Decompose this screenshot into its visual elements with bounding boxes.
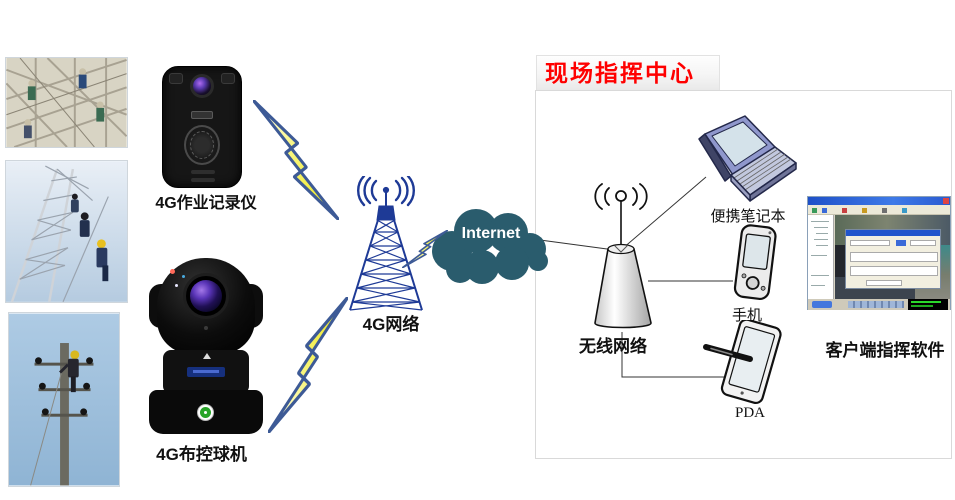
laptop-label: 便携笔记本 [710,209,786,225]
recorder-label: 4G作业记录仪 [155,195,257,212]
dialog-field [910,240,936,246]
recorder-lens [190,74,214,98]
software-tree-panel [808,215,834,299]
toolbar-icon [882,208,887,213]
software-body [808,215,950,299]
4g-recorder-device [162,66,242,188]
laptop-icon [698,115,797,202]
status-button [812,301,832,308]
tower-label: 4G网络 [362,315,420,334]
software-label: 客户端指挥软件 [825,341,945,360]
dialog-field [850,240,890,246]
command-software-window [807,196,951,310]
camera-lens [183,273,229,319]
command-center-box [535,90,952,459]
lens-glint [170,269,175,274]
toolbar-icon [822,208,827,213]
phone-label: 手机 [731,308,762,324]
recorder-ir-window [169,73,183,84]
photo-workers-lattice [5,57,128,148]
pda-label: PDA [734,405,765,421]
software-dialog [845,229,941,289]
recorder-speaker-slot [191,178,215,182]
pda-icon [703,320,782,405]
command-center-title: 现场指挥中心 [536,55,720,90]
camera-display-strip [187,367,225,377]
camera-indicator [204,326,208,330]
camera-base [149,390,263,434]
lightning-bolt-recorder [253,100,339,220]
camera-head [157,258,255,354]
lightning-bolt-internet [402,230,448,268]
camera-marker [203,353,211,359]
software-toolbar [808,205,950,215]
toolbar-icon [902,208,907,213]
toolbar-icon [812,208,817,213]
recorder-speaker-slot [191,170,215,174]
camera-body [163,350,249,394]
dialog-field [866,280,902,286]
status-display [908,299,948,310]
lightning-bolt-ball-camera [268,297,348,433]
software-statusbar [808,299,950,310]
recorder-ir-window [221,73,235,84]
internet-label: Internet [461,225,521,242]
software-titlebar [808,197,950,205]
wireless-antenna-icon [594,183,652,329]
internet-cloud [432,209,548,284]
recorder-badge-emblem [184,125,220,165]
power-button [197,404,214,421]
status-buttons [848,301,904,308]
wireless-label: 无线网络 [579,337,647,356]
toolbar-icon [842,208,847,213]
recorder-label-strip [191,111,213,119]
close-icon [943,198,949,204]
phone-icon [733,224,777,301]
4g-ptz-ball-camera [149,258,263,434]
photo-workers-climbing-tower [5,160,128,303]
dialog-list [850,252,938,262]
dialog-titlebar [846,230,940,236]
software-video-area [835,215,950,299]
toolbar-icon [862,208,867,213]
dialog-list [850,266,938,276]
photo-worker-on-pole [8,312,120,487]
ball-camera-label: 4G布控球机 [156,445,247,464]
dialog-field [896,240,906,246]
